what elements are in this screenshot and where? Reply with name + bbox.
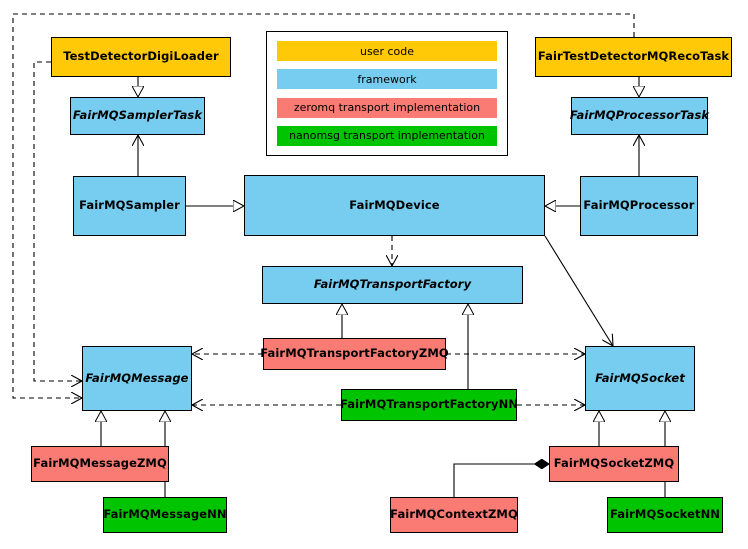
- class-node-fairmqdevice[interactable]: FairMQDevice: [244, 175, 545, 236]
- legend-item-user-code: user code: [277, 41, 497, 61]
- class-node-fairmqtransportfactoryzmq[interactable]: FairMQTransportFactoryZMQ: [260, 338, 449, 370]
- class-node-fairmqsocketzmq[interactable]: FairMQSocketZMQ: [549, 446, 679, 482]
- class-node-fairmqmessagenn[interactable]: FairMQMessageNN: [103, 497, 227, 533]
- legend-item-nanomsg: nanomsg transport implementation: [277, 125, 497, 146]
- class-node-testdetectordigiloader[interactable]: TestDetectorDigiLoader: [51, 37, 231, 77]
- class-node-fairmqsocketnn[interactable]: FairMQSocketNN: [607, 497, 723, 533]
- class-node-fairmqsampler[interactable]: FairMQSampler: [73, 176, 186, 236]
- edge-contextzmq-socketzmq: [453, 464, 549, 497]
- class-node-fairmqprocessor[interactable]: FairMQProcessor: [580, 176, 698, 236]
- legend: user code framework zeromq transport imp…: [266, 31, 508, 156]
- class-node-fairmqmessage[interactable]: FairMQMessage: [82, 346, 192, 411]
- class-node-fairmqmessagezmq[interactable]: FairMQMessageZMQ: [31, 446, 169, 482]
- class-node-fairmqtransportfactory[interactable]: FairMQTransportFactory: [262, 266, 523, 304]
- legend-item-framework: framework: [277, 69, 497, 90]
- class-node-fairtestdetectormqrecotask[interactable]: FairTestDetectorMQRecoTask: [535, 37, 732, 77]
- class-node-fairmqsocket[interactable]: FairMQSocket: [585, 346, 695, 411]
- class-node-fairmqcontextzmq[interactable]: FairMQContextZMQ: [390, 497, 518, 533]
- legend-item-zeromq: zeromq transport implementation: [277, 97, 497, 118]
- class-node-fairmqsamplertask[interactable]: FairMQSamplerTask: [70, 97, 205, 135]
- class-node-fairmqtransportfactorynn[interactable]: FairMQTransportFactoryNN: [340, 389, 518, 421]
- edge-device-socket: [544, 235, 613, 346]
- class-node-fairmqprocessortask[interactable]: FairMQProcessorTask: [570, 97, 709, 135]
